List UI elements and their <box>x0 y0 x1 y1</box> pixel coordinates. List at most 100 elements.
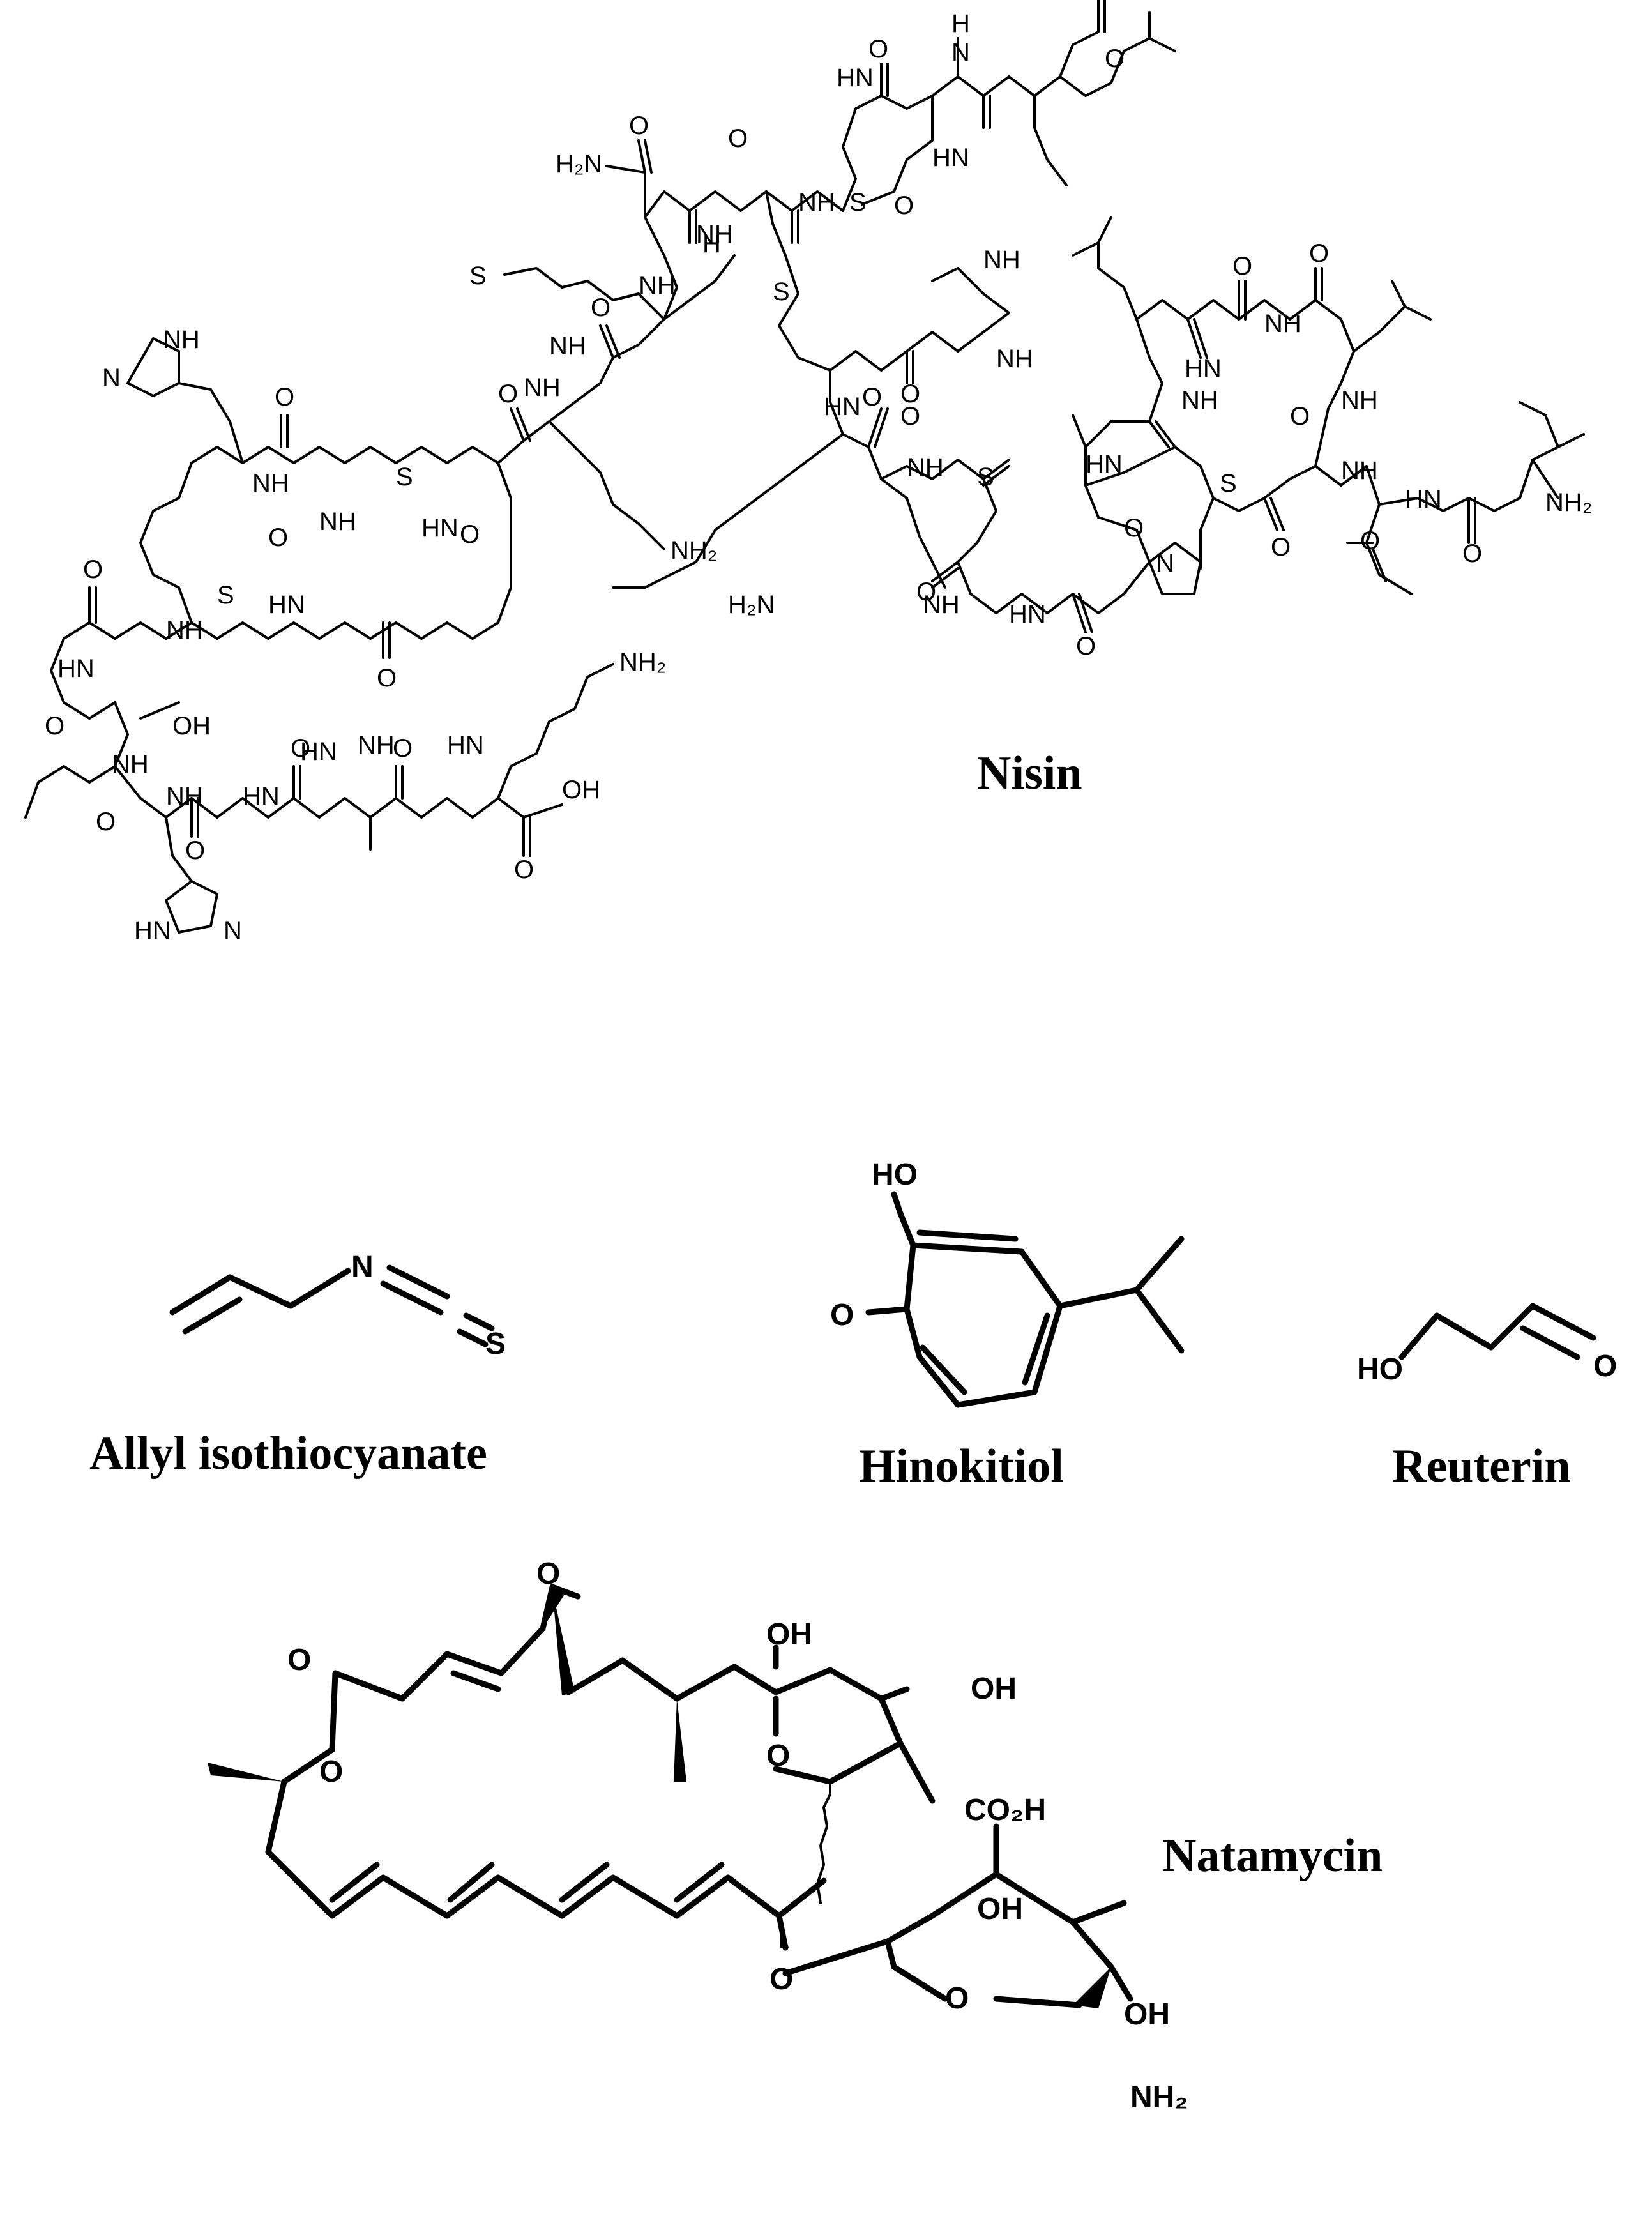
atom-label: O <box>945 1982 969 2015</box>
nisin-ring-de: HN NH O O NH NH O NH S O HN O O NH₂ <box>1072 216 1592 595</box>
atom-label: NH <box>996 345 1033 373</box>
allyl-isothiocyanate-structure: N S S Allyl isothiocyanate <box>89 1250 506 1480</box>
atom-label: H₂N <box>556 150 602 178</box>
natamycin-structure: O O O OH OH O CO₂H O OH OH O NH₂ Natamyc… <box>208 1557 1383 2114</box>
atom-label: NH₂ <box>1545 489 1592 517</box>
atom-label: O <box>916 578 936 606</box>
atom-label: N <box>224 916 242 944</box>
atom-label: OH <box>971 1672 1017 1706</box>
atom-label: O <box>393 734 413 762</box>
atom-label: O <box>769 1962 793 1996</box>
reuterin-structure: HO O Reuterin <box>1357 1303 1617 1492</box>
atom-label: O <box>1360 527 1380 555</box>
atom-label: N <box>951 38 970 66</box>
atom-label: OH <box>766 1618 812 1651</box>
atom-label: HO <box>1357 1353 1403 1386</box>
atom-label: O <box>268 524 288 552</box>
atom-label: O <box>900 402 920 430</box>
atom-label: HN <box>1009 600 1046 628</box>
atom-label: N <box>102 364 121 392</box>
atom-label: O <box>83 556 103 584</box>
atom-label: NH <box>696 220 733 248</box>
atom-label: H <box>951 10 970 38</box>
atom-label: NH <box>798 188 835 216</box>
atom-label: HN <box>824 393 861 421</box>
nisin-imidazole-bottom: HN N <box>134 816 242 944</box>
atom-label: OH <box>1124 1998 1170 2031</box>
nisin-center-chain: NH NH NH S NH₂ O O <box>469 254 736 565</box>
atom-label: O <box>514 856 534 884</box>
atom-label: H <box>702 230 721 258</box>
atom-label: S <box>977 463 994 491</box>
atom-label: O <box>591 294 610 322</box>
atom-label: S <box>217 581 234 609</box>
atom-label: O <box>900 380 920 408</box>
atom-label: HN <box>1405 485 1442 513</box>
atom-label: HN <box>300 738 337 766</box>
atom-label: NH₂ <box>619 648 666 676</box>
atom-label: HN <box>1086 450 1123 478</box>
atom-label: S <box>849 188 867 216</box>
atom-label: NH <box>907 453 944 482</box>
atom-label: O <box>728 125 748 153</box>
atom-label: O <box>1462 540 1482 568</box>
atom-label: N <box>1156 549 1174 577</box>
atom-label: HN <box>243 782 280 810</box>
atom-label: H₂N <box>728 591 775 619</box>
atom-label: O <box>319 1755 343 1789</box>
atom-label: O <box>1105 45 1125 73</box>
atom-label: HN <box>57 655 95 683</box>
atom-label: NH <box>1181 386 1218 414</box>
atom-label: HN <box>837 64 874 92</box>
atom-label: NH <box>112 750 149 778</box>
nisin-top-segment: H₂N O NH H NH HN O O S H N HN O NH O <box>556 0 1176 321</box>
atom-label: NH <box>358 731 395 759</box>
atom-label: O <box>766 1739 790 1773</box>
atom-label: NH <box>524 374 561 402</box>
atom-label: O <box>291 734 310 762</box>
atom-label: O <box>498 380 518 408</box>
natamycin-caption: Natamycin <box>1162 1830 1383 1882</box>
atom-label: O <box>536 1557 560 1591</box>
atom-label: NH <box>1341 386 1378 414</box>
atom-label: O <box>862 383 882 411</box>
atom-label: O <box>830 1298 854 1332</box>
atom-label: O <box>1232 252 1252 280</box>
atom-label: O <box>96 808 116 836</box>
atom-label: NH <box>163 326 200 354</box>
atom-label: NH <box>639 271 676 300</box>
atom-label: NH <box>166 782 203 810</box>
atom-label: O <box>1076 632 1096 660</box>
atom-label: O <box>1271 533 1291 561</box>
atom-label: S <box>1220 469 1237 497</box>
hinokitiol-structure: HO O Hinokitiol <box>830 1158 1185 1492</box>
atom-label: OH <box>977 1892 1023 1926</box>
atom-label: HN <box>447 731 484 759</box>
atom-label: O <box>45 712 64 740</box>
atom-label: HN <box>932 144 969 172</box>
atom-label: NH₂ <box>1130 2081 1188 2114</box>
atom-label: O <box>377 664 397 692</box>
atom-label: NH <box>252 469 289 497</box>
atom-label: HN <box>421 514 458 542</box>
atom-label: OH <box>172 712 211 740</box>
nisin-bottom-row: NH HN HN NH HN NH₂ OH O O O O <box>114 648 666 884</box>
atom-label: NH <box>549 332 586 360</box>
atom-label: O <box>1124 514 1144 542</box>
atom-label: S <box>485 1327 506 1361</box>
atom-label: NH <box>166 616 203 644</box>
atom-label: NH <box>1264 310 1301 338</box>
atom-label: O <box>1290 402 1310 430</box>
atom-label: O <box>868 35 888 63</box>
nisin-left-chain: NH HN OH NH O O O <box>24 556 211 836</box>
atom-label: HN <box>134 916 171 944</box>
nisin-caption: Nisin <box>977 747 1082 800</box>
nisin-structure: NH NH HN HN S S O O O O NH N NH HN OH <box>24 0 1592 944</box>
nisin-imidazole-top: NH N <box>102 326 212 397</box>
atom-label: NH <box>983 246 1020 274</box>
atom-label: S <box>773 278 790 306</box>
nisin-ring-a: NH NH HN HN S S O O O O <box>139 383 512 692</box>
atom-label: O <box>629 112 649 140</box>
atom-label: N <box>351 1250 374 1284</box>
